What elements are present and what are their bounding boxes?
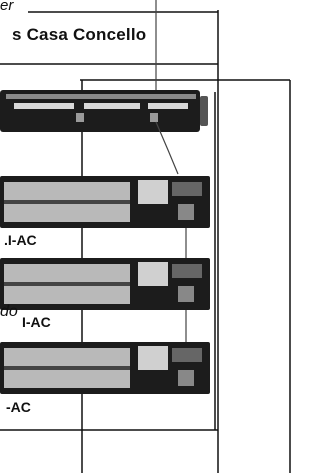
switch-2-console (178, 286, 194, 302)
patch-panel-strip (6, 94, 196, 99)
switch-2-module (138, 262, 168, 286)
patch-port-2 (150, 113, 158, 122)
patch-panel-ports-c (148, 103, 188, 109)
patch-panel-ports-b (84, 103, 140, 109)
switch-1-console (178, 204, 194, 220)
switch-1 (0, 176, 210, 228)
top-label-fragment: er (0, 0, 14, 14)
rack-title: s Casa Concello (12, 25, 147, 44)
switch-1-module (138, 180, 168, 204)
switch-3-port-divider (4, 366, 130, 370)
rack-frame (0, 10, 291, 473)
switch-2 (0, 258, 210, 310)
cable-panel-to-switch1 (155, 121, 179, 175)
switch-1-model-label: .I-AC (4, 232, 37, 248)
patch-panel-ports-a (14, 103, 74, 109)
switch-2-model-label: I-AC (22, 314, 51, 330)
switch-3-model-label: -AC (6, 399, 31, 415)
switch-3-sfp (172, 348, 202, 362)
switch-1-port-divider (4, 200, 130, 204)
patch-panel-ear (200, 96, 208, 126)
switch-3-module (138, 346, 168, 370)
switch-3 (0, 342, 210, 394)
switch-3-console (178, 370, 194, 386)
patch-panel (0, 90, 208, 132)
switch-2-port-divider (4, 282, 130, 286)
side-label-fragment: do (0, 303, 18, 320)
patch-port-1 (76, 113, 84, 122)
switch-1-sfp (172, 182, 202, 196)
switch-2-sfp (172, 264, 202, 278)
